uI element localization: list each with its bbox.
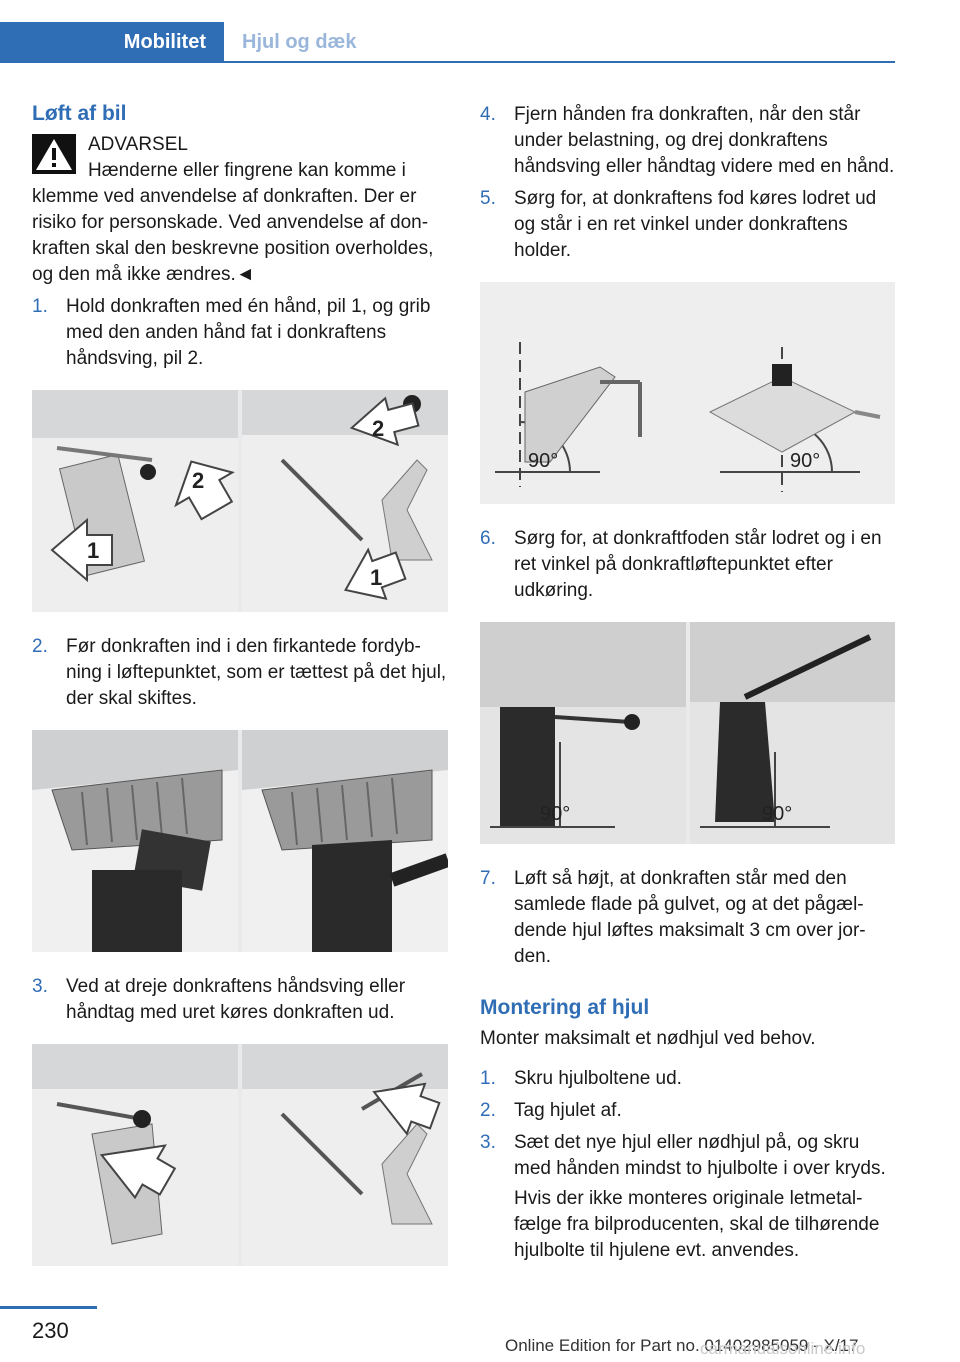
watermark: carmanualsonline.info <box>700 1339 866 1358</box>
step-text: Sørg for, at donkraftens fod køres lodre… <box>514 188 877 261</box>
list-item: 6. Sørg for, at donkraftfoden står lodre… <box>480 526 896 604</box>
warning-text: Hænderne eller fingrene kan komme i klem… <box>32 160 434 285</box>
arrow-label: 2 <box>372 416 384 441</box>
header-rule <box>0 61 895 63</box>
list-item: 1. Hold donkraften med én hånd, pil 1, o… <box>32 294 448 372</box>
figure-right-angle-base: 90° 90° <box>480 282 895 504</box>
jack-hold-illustration: 1 2 <box>32 390 238 612</box>
step-text: Løft så højt, at donkraften står med den… <box>514 868 866 967</box>
list-item: 1. Skru hjulboltene ud. <box>480 1066 896 1092</box>
step-text: Sørg for, at donkraftfoden står lodret o… <box>514 528 882 601</box>
step-text: Før donkraften ind i den firkantede ford… <box>66 636 447 709</box>
list-item: 3. Ved at dreje donkraftens håndsving el… <box>32 974 448 1026</box>
section-tab: Mobilitet <box>0 22 224 62</box>
warning-triangle-icon <box>32 134 76 174</box>
footer-rule <box>0 1306 97 1309</box>
arrow-label: 2 <box>192 468 204 493</box>
step-text: Fjern hånden fra donkraften, når den stå… <box>514 104 895 177</box>
step-text-main: Sæt det nye hjul eller nødhjul på, og sk… <box>514 1132 886 1179</box>
warning-block: ADVARSEL Hænderne eller fingrene kan kom… <box>32 132 448 288</box>
list-item: 3. Sæt det nye hjul eller nødhjul på, og… <box>480 1130 896 1264</box>
left-column: Løft af bil ADVARSEL Hænderne eller fing… <box>32 100 448 1288</box>
jack-handle-illustration: 90° <box>690 622 895 844</box>
angle-label: 90° <box>762 803 792 825</box>
jack-crank-illustration: 2 1 <box>242 390 448 612</box>
jack-extend-illustration <box>32 1044 238 1266</box>
subsection-tab: Hjul og dæk <box>242 30 357 53</box>
warning-label: ADVARSEL <box>88 134 188 155</box>
jack-point-illustration <box>32 730 238 952</box>
step-text: Ved at dreje donkraftens håndsving eller… <box>66 976 406 1023</box>
list-item: 2. Før donkraften ind i den firkantede f… <box>32 634 448 712</box>
figure-right-angle-lift-point: 90° 90° <box>480 622 895 844</box>
jack-inserted-illustration <box>242 730 448 952</box>
list-item: 5. Sørg for, at donkraftens fod køres lo… <box>480 186 896 264</box>
angle-label: 90° <box>790 450 820 472</box>
mount-intro: Monter maksimalt et nødhjul ved behov. <box>480 1028 816 1049</box>
step-number: 1. <box>480 1068 496 1089</box>
step-number: 6. <box>480 528 496 549</box>
figure-jack-extend <box>32 1044 448 1266</box>
list-item: 4. Fjern hånden fra donkraften, når den … <box>480 102 896 180</box>
step-number: 2. <box>480 1100 496 1121</box>
step-note: Hvis der ikke monteres originale letmeta… <box>514 1188 880 1261</box>
step-text: Sæt det nye hjul eller nødhjul på, og sk… <box>514 1130 896 1264</box>
step-number: 7. <box>480 868 496 889</box>
section-title-mount: Montering af hjul <box>480 996 650 1019</box>
edition-text: Online Edition for Part no. 01402985059 … <box>505 1336 859 1355</box>
step-number: 1. <box>32 296 48 317</box>
jack-vertical-illustration: 90° <box>480 622 686 844</box>
right-column: 4. Fjern hånden fra donkraften, når den … <box>480 100 896 1264</box>
step-number: 5. <box>480 188 496 209</box>
list-item: 7. Løft så højt, at donkraften står med … <box>480 866 896 970</box>
page-number: 230 <box>32 1318 69 1343</box>
section-title-lift: Løft af bil <box>32 102 127 125</box>
step-text: Skru hjulboltene ud. <box>514 1068 682 1089</box>
right-angle-diagram: 90° 90° <box>480 282 895 504</box>
angle-label: 90° <box>528 450 558 472</box>
arrow-label: 1 <box>87 538 99 563</box>
arrow-label: 1 <box>370 565 382 590</box>
step-text: Hold donkraften med én hånd, pil 1, og g… <box>66 296 431 369</box>
step-number: 3. <box>32 976 48 997</box>
step-number: 3. <box>480 1132 496 1153</box>
list-item: 2. Tag hjulet af. <box>480 1098 896 1124</box>
figure-jack-handling: 1 2 2 1 <box>32 390 448 612</box>
angle-label: 90° <box>540 803 570 825</box>
page-header: Mobilitet Hjul og dæk <box>0 22 895 63</box>
jack-crank-extend-illustration <box>242 1044 448 1266</box>
step-number: 4. <box>480 104 496 125</box>
step-text: Tag hjulet af. <box>514 1100 622 1121</box>
step-number: 2. <box>32 636 48 657</box>
figure-jack-insert <box>32 730 448 952</box>
